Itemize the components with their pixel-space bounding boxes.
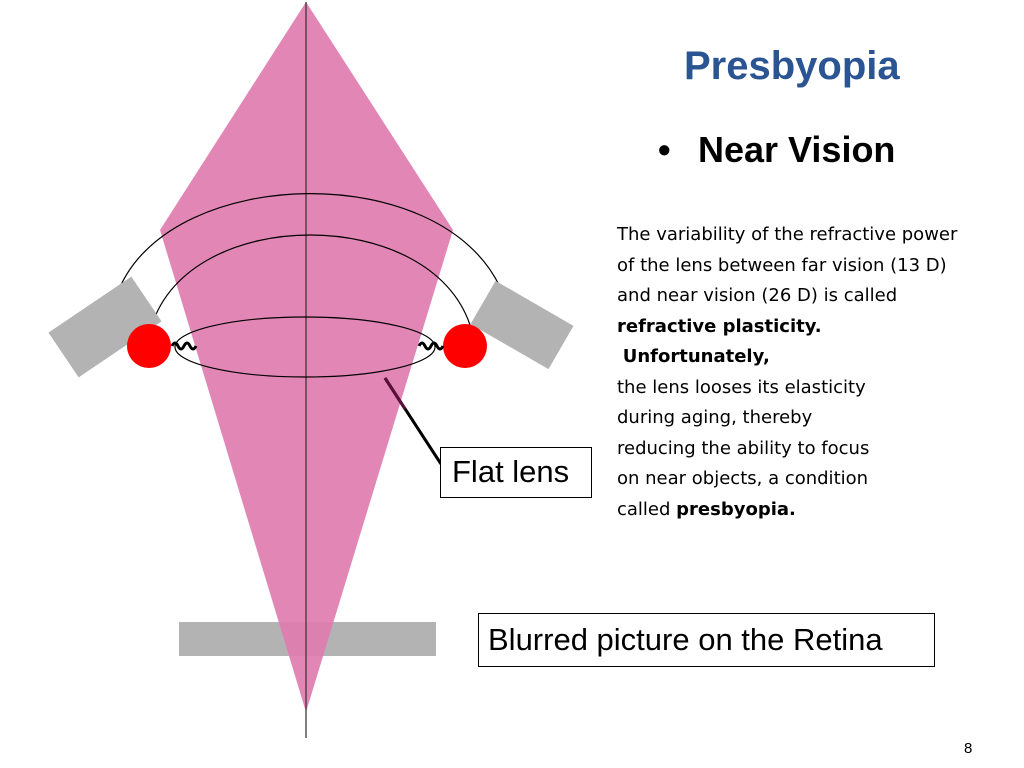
body-paragraph: The variability of the refractive power … — [617, 220, 1022, 525]
ciliary-body-left — [127, 324, 171, 368]
slide-title: Presbyopia — [684, 44, 900, 88]
body-line: during aging, thereby — [617, 407, 813, 428]
zonule-squiggle-left — [170, 341, 198, 351]
subtitle-text: Near Vision — [698, 129, 896, 170]
flat-lens — [174, 316, 436, 378]
outer-arc — [119, 193, 501, 288]
body-bold-term: presbyopia. — [676, 498, 796, 520]
flat-lens-pointer-tip — [383, 377, 407, 410]
ciliary-muscle-left — [48, 276, 162, 378]
bullet-glyph: • — [658, 129, 671, 170]
page-number: 8 — [964, 740, 973, 757]
body-line-prefix: called — [617, 498, 677, 520]
flat-lens-label: Flat lens — [440, 447, 592, 498]
inner-arc — [151, 234, 471, 326]
subtitle-bullet: • Near Vision — [658, 127, 895, 173]
body-bold-term: refractive plasticity. — [617, 315, 822, 337]
body-line: the lens looses its elasticity — [617, 376, 866, 398]
retina-label: Blurred picture on the Retina — [478, 613, 935, 667]
ciliary-muscle-right — [470, 280, 574, 370]
body-bold-term: Unfortunately, — [622, 346, 770, 367]
body-line: The variability of the refractive power — [617, 224, 958, 245]
body-line: reducing the ability to focus — [617, 437, 870, 459]
body-line: on near objects, a condition — [617, 468, 869, 489]
body-line: and near vision (26 D) is called — [617, 285, 898, 306]
ciliary-body-right — [443, 324, 487, 368]
body-line: of the lens between far vision (13 D) — [617, 254, 947, 276]
zonule-squiggle-right — [417, 341, 445, 351]
